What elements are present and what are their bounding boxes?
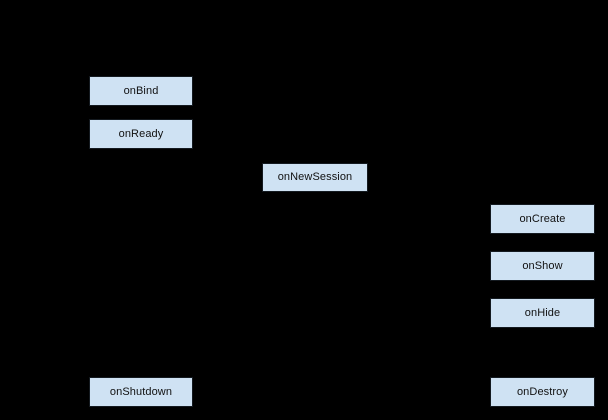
diagram-node-label-ondestroy: onDestroy	[516, 385, 569, 398]
diagram-node-label-oncreate: onCreate	[519, 212, 566, 225]
diagram-node-ondestroy: onDestroy	[490, 377, 595, 407]
diagram-node-onnewsession: onNewSession	[262, 163, 368, 192]
diagram-node-label-onhide: onHide	[524, 306, 561, 319]
diagram-node-onready: onReady	[89, 119, 193, 149]
diagram-node-label-onnewsession: onNewSession	[277, 171, 353, 183]
diagram-node-label-onready: onReady	[118, 127, 164, 140]
diagram-node-label-onshutdown: onShutdown	[109, 385, 173, 398]
diagram-node-onshutdown: onShutdown	[89, 377, 193, 407]
diagram-node-label-onshow: onShow	[522, 259, 563, 272]
diagram-node-onhide: onHide	[490, 298, 595, 328]
diagram-node-onbind: onBind	[89, 76, 193, 106]
diagram-node-onshow: onShow	[490, 251, 595, 281]
diagram-node-label-onbind: onBind	[123, 84, 159, 97]
diagram-node-oncreate: onCreate	[490, 204, 595, 234]
